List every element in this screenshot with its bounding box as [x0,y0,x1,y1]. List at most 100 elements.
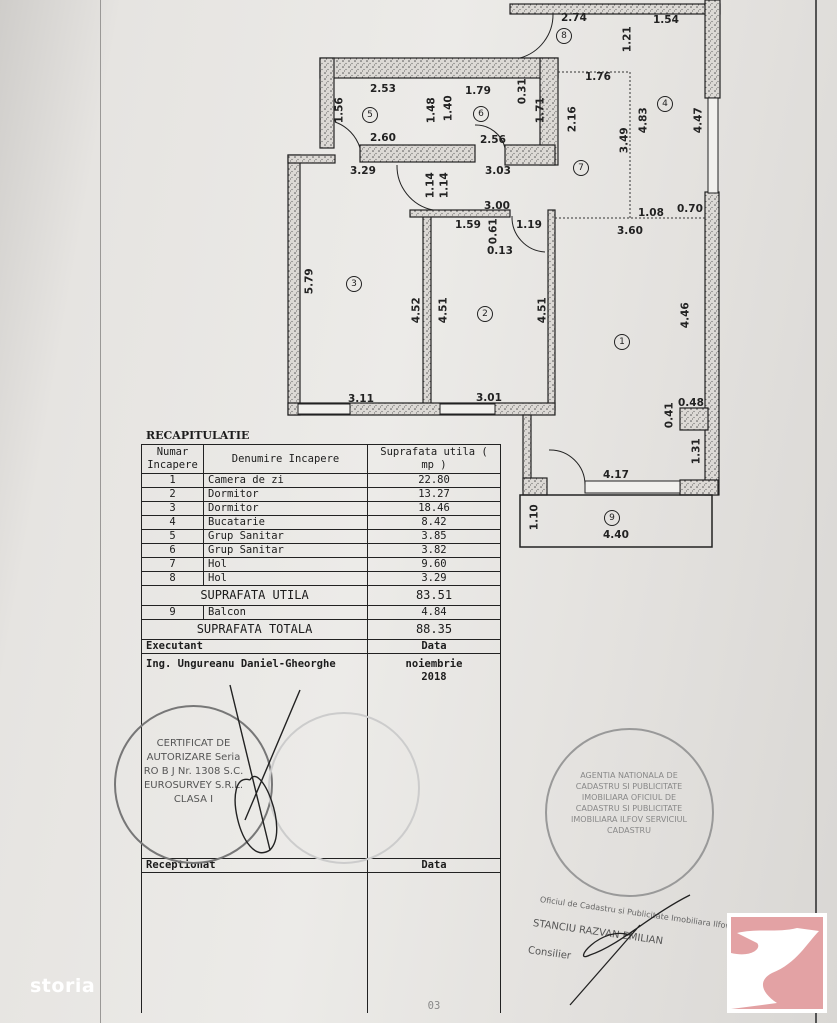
room-name: Bucatarie [203,515,368,530]
wall [679,407,709,431]
usable-label: SUPRAFATA UTILA [141,585,368,606]
dimension-label: 1.08 [638,207,664,219]
room-no: 4 [141,515,204,530]
dimension-label: 4.40 [603,529,629,541]
room-area: 18.46 [367,501,501,516]
room-number: 9 [604,510,620,526]
room-name: Dormitor [203,487,368,502]
dimension-label: 4.52 [410,297,423,324]
dimension-label: 2.74 [561,12,587,24]
dimension-label: 3.49 [618,127,631,154]
dimension-label: 3.11 [348,393,374,405]
date-year: 2018 [421,671,447,683]
faded-stamp [268,712,420,864]
dimension-label: 1.21 [621,26,634,53]
dimension-label: 1.71 [534,97,547,124]
dimension-label: 0.41 [663,402,676,429]
dimension-label: 0.31 [516,78,529,105]
signature [229,684,301,854]
room-no: 9 [141,605,204,620]
dimension-label: 1.31 [690,438,703,465]
wall [409,209,511,218]
room-number: 5 [362,107,378,123]
room-number: 1 [614,334,630,350]
floor-plan [287,0,721,548]
dimension-label: 0.61 [487,218,500,245]
wall [319,57,559,79]
room-area: 22.80 [367,473,501,488]
room-name: Hol [203,557,368,572]
room-number: 7 [573,160,589,176]
room-area: 3.82 [367,543,501,558]
dimension-label: 4.83 [637,107,650,134]
room-number: 6 [473,106,489,122]
wall [359,144,476,163]
dimension-label: 1.48 [425,97,438,124]
room-area: 13.27 [367,487,501,502]
room-name: Hol [203,571,368,586]
date-month: noiembrie [405,658,463,670]
storia-watermark: storia [30,975,96,997]
dimension-label: 4.51 [437,297,450,324]
dimension-label: 2.56 [480,134,506,146]
room-number: 4 [657,96,673,112]
wall [287,154,301,416]
dimension-label: 4.51 [536,297,549,324]
page-edge-left [100,0,101,1023]
executant-label: Executant [141,639,368,654]
dimension-label: 5.79 [303,268,316,295]
room-area: 3.29 [367,571,501,586]
header-name: Denumire Incapere [203,444,368,474]
wall [679,479,719,496]
wall [704,191,720,496]
total-label: SUPRAFATA TOTALA [141,619,368,640]
storia-logo-icon [727,913,827,1013]
dimension-label: 2.53 [370,83,396,95]
room-name: Grup Sanitar [203,543,368,558]
dimension-label: 1.56 [333,97,346,124]
room-no: 6 [141,543,204,558]
dimension-label: 3.01 [476,392,502,404]
room-name: Grup Sanitar [203,529,368,544]
dimension-label: 1.40 [442,95,455,122]
recap-table: Numar Incapere Denumire Incapere Suprafa… [141,444,501,1013]
wall [522,477,548,496]
room-area: 4.84 [367,605,501,620]
dimension-label: 2.16 [566,106,579,133]
stamp-text: AGENTIA NATIONALA DE CADASTRU SI PUBLICI… [571,771,687,835]
wall [509,3,721,15]
signature [569,894,691,1006]
room-no: 1 [141,473,204,488]
dimension-label: 1.14 [424,172,437,199]
wall [547,209,556,411]
received-date-label: Data [367,858,501,873]
room-no: 3 [141,501,204,516]
room-name: Dormitor [203,501,368,516]
dimension-label: 3.00 [484,200,510,212]
room-number: 8 [556,28,572,44]
room-no: 7 [141,557,204,572]
cadastre-stamp: AGENTIA NATIONALA DE CADASTRU SI PUBLICI… [545,728,714,897]
wall [422,212,432,411]
dimension-label: 3.29 [350,165,376,177]
wall [287,154,336,164]
dimension-label: 4.17 [603,469,629,481]
dimension-label: 4.46 [679,302,692,329]
balcony-outline [519,494,713,548]
dimension-label: 2.60 [370,132,396,144]
dimension-label: 3.03 [485,165,511,177]
dimension-label: 0.48 [678,397,704,409]
room-no: 8 [141,571,204,586]
room-no: 2 [141,487,204,502]
room-number: 2 [477,306,493,322]
dimension-label: 1.19 [516,219,542,231]
wall [319,57,335,149]
dimension-label: 1.76 [585,71,611,83]
